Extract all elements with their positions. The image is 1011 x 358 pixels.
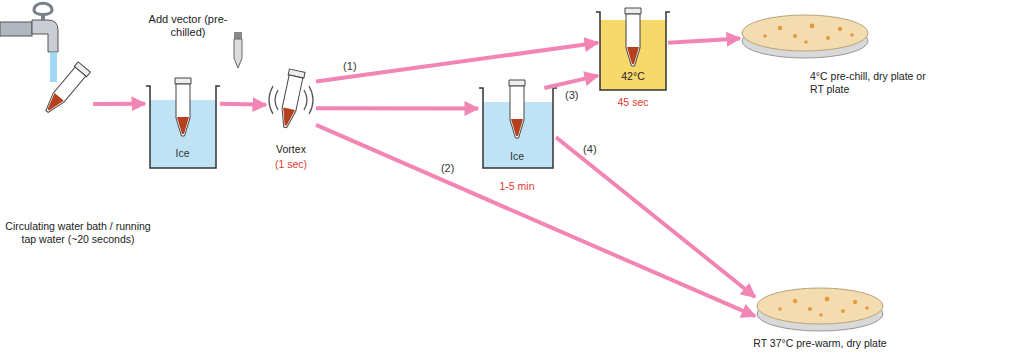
- colony: [853, 300, 857, 304]
- colony: [826, 36, 830, 40]
- step-number: (2): [439, 162, 456, 174]
- water-stream: [50, 52, 57, 82]
- colony: [825, 297, 830, 302]
- faucet-stem: [41, 15, 45, 21]
- time-label: 1-5 min: [472, 180, 562, 193]
- vibration-mark: [304, 90, 307, 110]
- step-number: (4): [581, 143, 598, 155]
- colony: [865, 306, 869, 310]
- agar-plate: RT 37°C pre-warm, dry plate: [755, 285, 885, 333]
- vibration-mark: [269, 86, 273, 114]
- vortex-step: Vortex(1 sec): [266, 68, 316, 135]
- tube: [277, 69, 305, 129]
- faucet-body: [32, 20, 58, 52]
- colony: [778, 26, 782, 30]
- agar-plate: 4°C pre-chill, dry plate or RT plate: [740, 12, 870, 60]
- beaker: [479, 88, 557, 168]
- step-number: (3): [563, 89, 580, 101]
- bath-label: Ice: [145, 147, 220, 160]
- time-label: (1 sec): [256, 158, 326, 171]
- wall-pipe: [0, 22, 32, 36]
- bath-label: Ice: [478, 150, 556, 163]
- temperature-label: 42°C: [598, 70, 668, 83]
- pipette-bulb: [234, 32, 242, 39]
- colony: [841, 309, 845, 313]
- step-caption: Add vector (pre-chilled): [148, 13, 228, 39]
- ice-beaker: Add vector (pre-chilled)Ice: [145, 85, 220, 170]
- agar-plate: [757, 288, 883, 324]
- step-caption: Vortex: [256, 143, 326, 156]
- process-arrow: [316, 125, 755, 316]
- process-arrow: [668, 38, 740, 42]
- step-caption: Circulating water bath / running tap wat…: [3, 220, 153, 245]
- process-arrow: [556, 137, 755, 297]
- vibration-mark: [275, 90, 278, 110]
- plate-caption: RT 37°C pre-warm, dry plate: [730, 337, 910, 350]
- colony: [793, 34, 797, 38]
- tap-water-step: Circulating water bath / running tap wat…: [5, 2, 93, 118]
- agar-plate: [742, 15, 868, 51]
- tube: [625, 8, 641, 66]
- time-label: 45 sec: [593, 96, 673, 109]
- process-arrow: [93, 102, 145, 106]
- colony: [778, 307, 782, 311]
- tube: [509, 80, 525, 138]
- colony: [763, 34, 767, 38]
- colony: [838, 27, 842, 31]
- beaker: [146, 86, 220, 168]
- step-number: (1): [341, 60, 358, 72]
- plate-caption: 4°C pre-chill, dry plate or RT plate: [810, 70, 935, 95]
- beaker: [596, 12, 670, 90]
- process-arrow: [316, 43, 598, 82]
- colony: [810, 24, 815, 29]
- colony: [793, 299, 797, 303]
- colony: [819, 313, 823, 317]
- colony: [850, 33, 854, 37]
- process-arrow: [220, 104, 266, 105]
- vibration-mark: [309, 86, 313, 114]
- pipette: [234, 39, 242, 68]
- colony: [808, 307, 812, 311]
- process-arrow: [544, 76, 598, 88]
- tube: [175, 78, 191, 136]
- faucet-handle: [34, 3, 52, 14]
- process-arrow: [316, 106, 478, 110]
- heat-bath: 42°C45 sec: [598, 10, 668, 92]
- tube: [41, 62, 91, 117]
- colony: [804, 40, 808, 44]
- ice-beaker: Ice1-5 min: [478, 88, 556, 170]
